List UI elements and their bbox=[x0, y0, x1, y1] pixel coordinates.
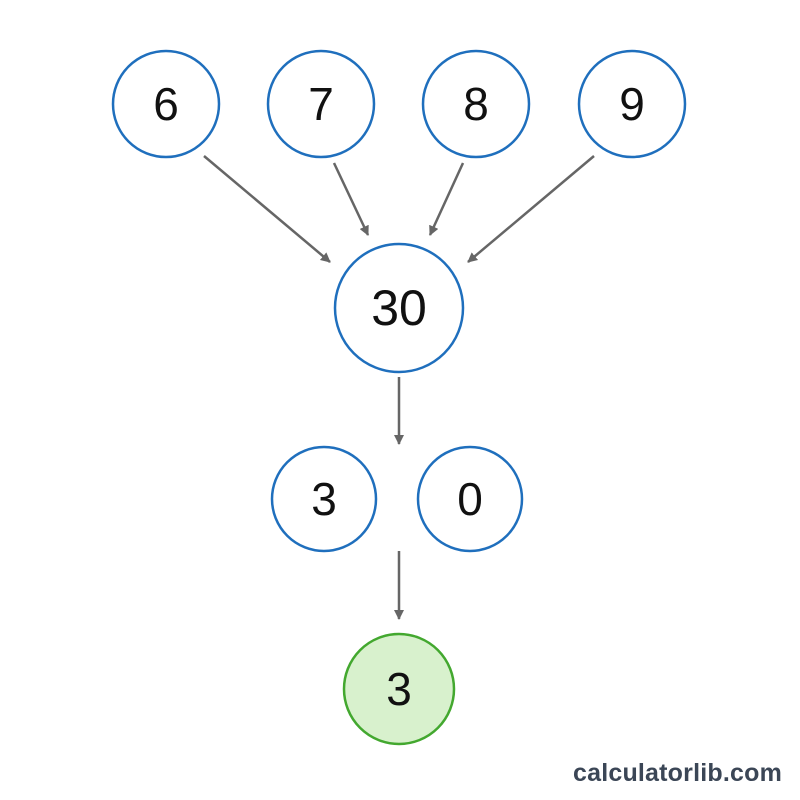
digit-node-1-label: 6 bbox=[153, 78, 179, 130]
digit-node-4: 9 bbox=[577, 49, 687, 159]
arrow-digit-6-to-sum bbox=[203, 155, 331, 263]
digit-node-3: 8 bbox=[421, 49, 531, 159]
digit-node-1: 6 bbox=[111, 49, 221, 159]
brand-watermark: calculatorlib.com bbox=[572, 759, 782, 787]
sum-node: 30 bbox=[333, 242, 465, 374]
arrow-digit-9-to-sum bbox=[467, 155, 595, 263]
sum-node-label: 30 bbox=[371, 280, 427, 336]
arrow-digit-8-to-sum bbox=[428, 162, 465, 236]
digit-node-3-label: 8 bbox=[463, 78, 489, 130]
sum-digit-node-2: 0 bbox=[416, 445, 524, 553]
sum-digit-node-1: 3 bbox=[270, 445, 378, 553]
sum-digit-node-1-label: 3 bbox=[311, 473, 337, 525]
arrow-digit-7-to-sum bbox=[332, 162, 370, 236]
digit-node-2-label: 7 bbox=[308, 78, 334, 130]
sum-digit-node-2-label: 0 bbox=[457, 473, 483, 525]
result-node: 3 bbox=[342, 632, 456, 746]
result-node-label: 3 bbox=[386, 663, 412, 715]
digit-node-2: 7 bbox=[266, 49, 376, 159]
digit-node-4-label: 9 bbox=[619, 78, 645, 130]
